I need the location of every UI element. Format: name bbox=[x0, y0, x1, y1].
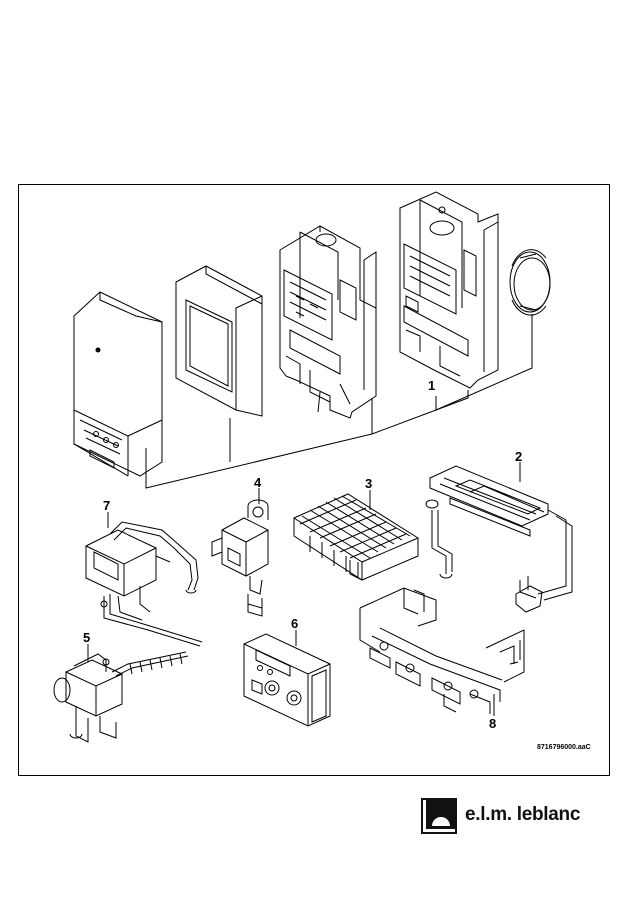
chassis-left bbox=[279, 225, 377, 419]
pump-hydraulic-block bbox=[53, 651, 189, 743]
control-module bbox=[243, 633, 331, 727]
heat-exchanger bbox=[293, 493, 419, 581]
label-part-6: 6 bbox=[291, 616, 298, 631]
expansion-vessel bbox=[509, 249, 551, 316]
front-panel bbox=[175, 265, 263, 417]
label-part-4: 4 bbox=[254, 475, 262, 490]
hydraulic-base-frame bbox=[359, 587, 525, 714]
gas-valve bbox=[211, 499, 269, 617]
outer-casing bbox=[73, 291, 163, 477]
diagram-frame bbox=[18, 184, 610, 776]
burner-manifold bbox=[425, 465, 573, 613]
label-part-1: 1 bbox=[428, 378, 435, 393]
brand-logo-icon bbox=[421, 798, 457, 834]
brand-logo: e.l.m. leblanc bbox=[421, 798, 605, 834]
callout-1-lines bbox=[145, 314, 533, 489]
plate-heat-exchanger-assembly bbox=[85, 521, 203, 647]
label-part-7: 7 bbox=[103, 498, 110, 513]
figure-reference-code: 8716796000.aaC bbox=[537, 744, 591, 751]
label-part-3: 3 bbox=[365, 476, 372, 491]
brand-name: e.l.m. leblanc bbox=[465, 804, 581, 825]
label-part-2: 2 bbox=[515, 449, 522, 464]
label-part-5: 5 bbox=[83, 630, 90, 645]
label-part-8: 8 bbox=[489, 716, 496, 731]
chassis-right bbox=[399, 191, 499, 389]
